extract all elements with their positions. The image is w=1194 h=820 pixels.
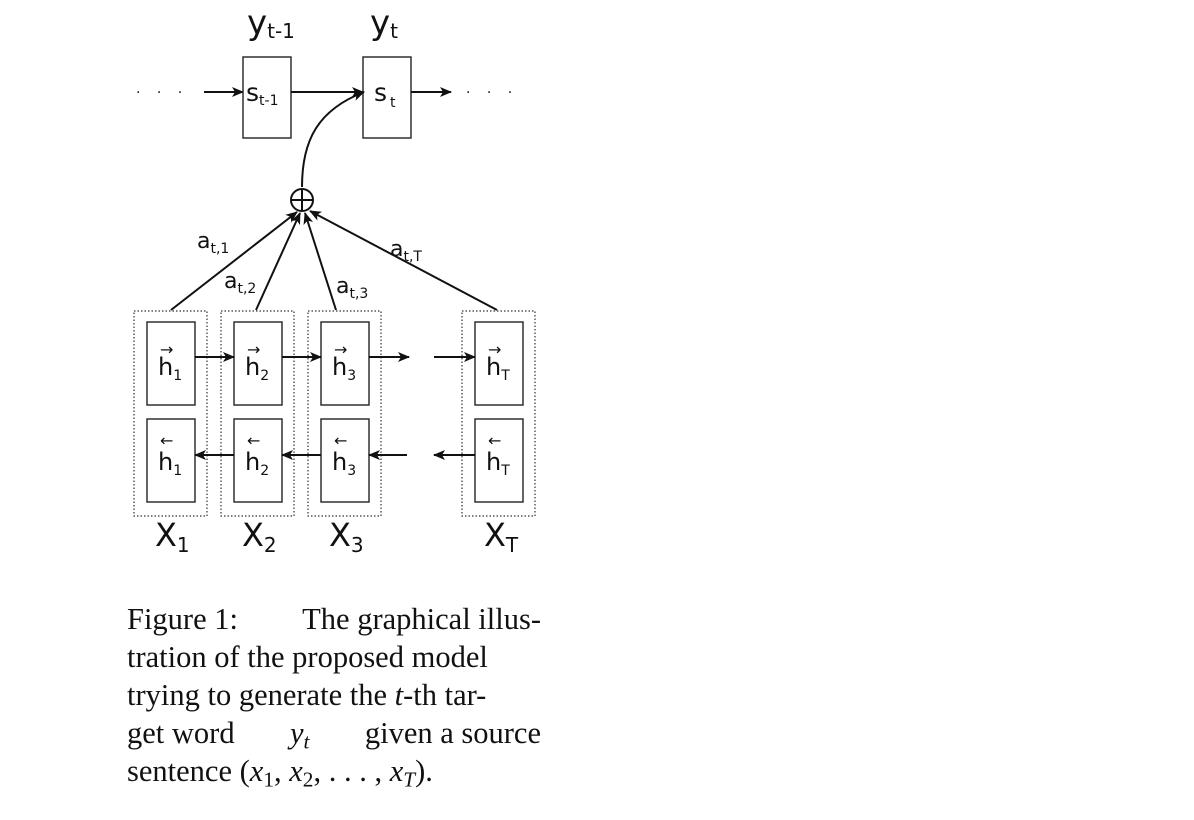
weight-label-2: at,2 [224,269,256,297]
caption-line-2: tration of the proposed model [127,640,488,674]
attention-line-1 [170,211,298,311]
caption-line-1-text: The graphical illus- [302,602,541,636]
annotation-group-1 [133,310,208,517]
forward-arrow-T: → [488,340,501,359]
forward-arrow-3: → [334,340,347,359]
prev-state-label: st-1 [246,78,278,109]
backward-arrow-1: ← [160,431,173,450]
forward-state-box-2 [233,321,283,406]
context-to-state-arrow [301,91,365,188]
backward-arrow-3: ← [334,431,347,450]
forward-state-label-1: h1 [158,353,182,384]
encoder-column-2: → h2 ← h2 X2 [220,310,295,557]
caption-line-3-a: trying to generate the [127,678,395,712]
caption-line-3-b: -th tar- [403,678,487,712]
caption-line-1: Figure 1: The graphical illus- [127,600,541,638]
decoder-right-ellipsis: · · · [466,85,518,101]
forward-state-box-3 [320,321,370,406]
encoder-column-3: → h3 ← h3 X3 [307,310,382,557]
decoder-left-ellipsis: · · · [136,85,188,101]
forward-state-label-3: h3 [332,353,356,384]
caption-line-3: trying to generate the t-th tar- [127,676,547,714]
backward-arrow-2: ← [247,431,260,450]
attention-line-2 [255,212,301,311]
weight-label-1: at,1 [197,229,229,257]
current-output-label: yt [370,3,398,43]
input-word-T: XT [484,516,519,557]
caption-line-4: get word yt given a source [127,714,541,752]
backward-state-box-T [474,418,524,503]
weight-label-T: at,T [390,237,422,265]
backward-state-box-2 [233,418,283,503]
forward-arrow-1: → [160,340,173,359]
prev-output-label: yt-1 [247,3,295,43]
backward-state-box-3 [320,418,370,503]
backward-arrow-T: ← [488,431,501,450]
forward-state-box-1 [146,321,196,406]
current-state-box [362,56,412,139]
forward-state-label-2: h2 [245,353,269,384]
attention-line-T [309,210,498,311]
encoder-column-T: → hT ← hT XT [461,310,536,557]
input-word-2: X2 [242,516,277,557]
caption-figure-number: Figure 1: [127,602,238,636]
backward-state-label-3: h3 [332,448,356,479]
encoder-column-1: → h1 ← h1 X1 [133,310,208,557]
input-word-1: X1 [155,516,190,557]
caption-var-t: t [394,678,404,712]
prev-state-box [242,56,292,139]
caption-line-5: sentence (x1, x2, . . . , xT). [127,754,433,792]
backward-state-box-1 [146,418,196,503]
caption-line-4-a: get word [127,716,235,750]
backward-state-label-2: h2 [245,448,269,479]
forward-state-label-T: hT [486,353,510,384]
backward-state-label-T: hT [486,448,510,479]
annotation-group-3 [307,310,382,517]
figure-caption: Figure 1: The graphical illus- tration o… [127,600,547,790]
annotation-group-T [461,310,536,517]
forward-arrow-2: → [247,340,260,359]
attention-line-3 [303,212,337,311]
backward-state-label-1: h1 [158,448,182,479]
input-word-3: X3 [329,516,364,557]
annotation-group-2 [220,310,295,517]
caption-line-4-b: given a source [364,716,541,750]
forward-state-box-T [474,321,524,406]
weight-label-3: at,3 [336,274,368,302]
caption-var-yt: yt [289,716,310,754]
